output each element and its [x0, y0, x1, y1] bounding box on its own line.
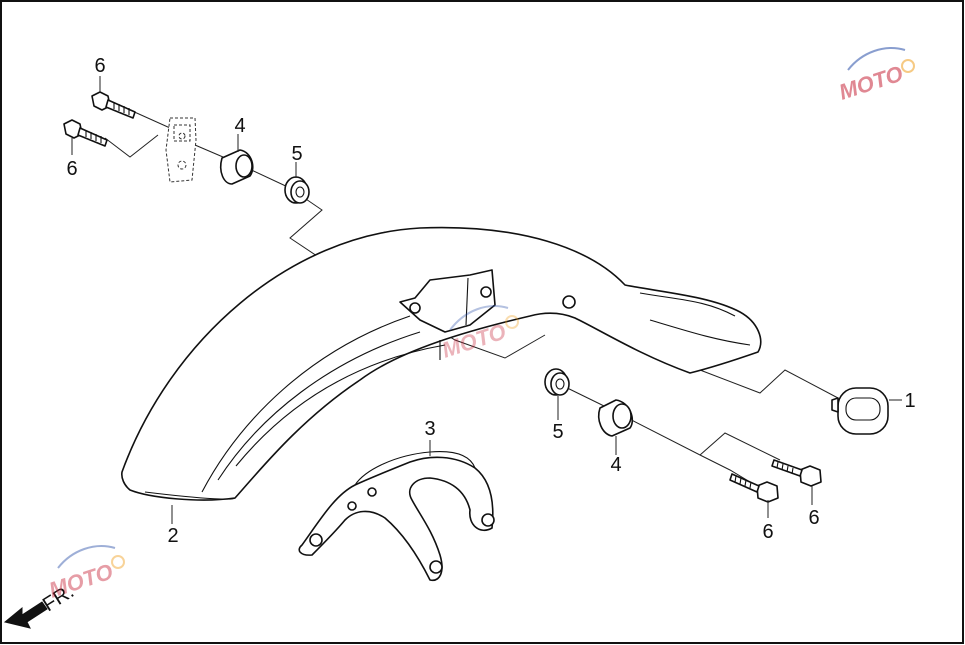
collar-lower [597, 399, 634, 437]
gear-icon [111, 555, 125, 569]
svg-text:MOTO: MOTO [46, 559, 116, 603]
bolt-upper-1 [91, 91, 136, 119]
callout-5-upper: 5 [291, 143, 302, 165]
callout-4-lower: 4 [610, 454, 621, 476]
direction-arrow-icon [3, 601, 48, 629]
callout-6-lower-a: 6 [762, 521, 773, 543]
callout-6-lower-b: 6 [808, 507, 819, 529]
watermark-logo-bottom-left: MOTO [46, 545, 125, 603]
front-fender [121, 226, 762, 501]
rubber-bushing-upper [284, 176, 310, 204]
callout-6-upper-b: 6 [66, 158, 77, 180]
rubber-bushing-lower [544, 368, 570, 396]
gear-icon [505, 315, 519, 329]
callout-4-upper: 4 [234, 115, 245, 137]
svg-text:MOTO: MOTO [836, 61, 906, 105]
collar-upper [219, 149, 254, 185]
watermark-logo-top-right: MOTO [836, 47, 915, 105]
bolt-lower-1 [771, 459, 822, 487]
grommet-clip [831, 387, 889, 435]
callout-6-upper-a: 6 [94, 55, 105, 77]
callout-5-lower: 5 [552, 421, 563, 443]
callout-ticks [71, 76, 902, 524]
callout-2: 2 [167, 525, 178, 547]
bolt-upper-2 [63, 119, 108, 147]
phantom-bracket [165, 117, 197, 183]
callout-3: 3 [424, 418, 435, 440]
callout-1: 1 [904, 390, 915, 412]
bolt-lower-2 [729, 473, 779, 503]
fender-brace [298, 451, 495, 581]
gear-icon [901, 59, 915, 73]
